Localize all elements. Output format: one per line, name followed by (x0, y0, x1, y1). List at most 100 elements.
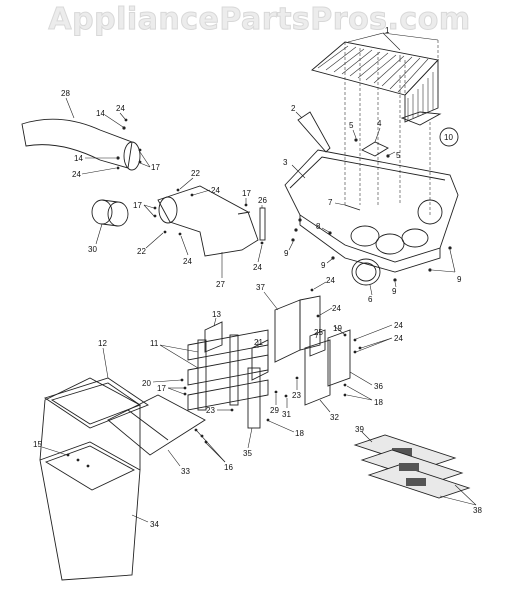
part-38-blades[interactable] (360, 449, 477, 506)
part-28-chute[interactable] (21, 97, 141, 171)
callout-24a: 24 (116, 104, 125, 113)
part-24-fasteners-left[interactable] (81, 112, 128, 175)
callout-9a: 9 (284, 249, 289, 258)
callout-20: 20 (142, 379, 151, 388)
assembly-dashes-top (344, 40, 439, 215)
part-10-reference[interactable] (439, 127, 459, 147)
part-33-lid[interactable] (107, 394, 206, 467)
callout-37: 37 (256, 283, 265, 292)
part-3-hopper[interactable] (284, 149, 459, 273)
callout-33: 33 (181, 467, 190, 476)
part-36-plate[interactable] (327, 329, 373, 387)
part-6-ring[interactable] (351, 258, 381, 296)
part-23-fasteners[interactable] (217, 376, 299, 412)
part-25-bracket[interactable] (309, 329, 326, 357)
part-4-bracket[interactable] (361, 127, 389, 157)
part-35-post[interactable] (247, 367, 261, 449)
part-37-mount-bracket[interactable] (263, 291, 321, 363)
part-13-bracket[interactable] (204, 317, 223, 353)
callout-24f: 24 (326, 276, 335, 285)
callout-17c: 17 (242, 189, 251, 198)
part-30-collar[interactable] (91, 199, 129, 245)
part-24-fasteners-frame[interactable] (310, 281, 393, 354)
part-34-bag[interactable] (39, 377, 149, 581)
callout-24d: 24 (183, 257, 192, 266)
callout-24c: 24 (211, 186, 220, 195)
callout-9c: 9 (392, 287, 397, 296)
part-19-screw[interactable] (333, 325, 347, 337)
callout-7: 7 (328, 198, 333, 207)
part-22-fasteners[interactable] (145, 177, 194, 249)
callout-30: 30 (88, 245, 97, 254)
callout-6: 6 (368, 295, 373, 304)
part-16-fasteners[interactable] (194, 428, 226, 463)
part-32-plate[interactable] (304, 339, 331, 413)
callout-13: 13 (212, 310, 221, 319)
callout-35: 35 (243, 449, 252, 458)
callout-31: 31 (282, 410, 291, 419)
callout-17b: 17 (133, 201, 142, 210)
callout-2: 2 (291, 104, 296, 113)
callout-24i: 24 (394, 334, 403, 343)
callout-15: 15 (33, 440, 42, 449)
part-20-clip[interactable] (152, 378, 184, 383)
callout-17d: 17 (157, 384, 166, 393)
part-9-fasteners[interactable] (288, 218, 456, 288)
callout-32: 32 (330, 413, 339, 422)
part-17-clips-mid[interactable] (143, 198, 248, 218)
part-15-fasteners[interactable] (41, 446, 90, 468)
callout-21: 21 (254, 338, 263, 347)
leaders-1 (347, 32, 439, 62)
callout-34: 34 (150, 520, 159, 529)
callout-38: 38 (473, 506, 482, 515)
part-5-screws[interactable] (352, 129, 396, 158)
part-21-bracket[interactable] (251, 339, 269, 381)
callout-14a: 14 (96, 109, 105, 118)
callout-24e: 24 (253, 263, 262, 272)
part-14-fasteners[interactable] (85, 114, 126, 160)
part-2-rod[interactable] (295, 111, 331, 153)
callout-14b: 14 (74, 154, 83, 163)
callout-3: 3 (283, 158, 288, 167)
callout-28: 28 (61, 89, 70, 98)
part-27-lower-chute[interactable] (157, 185, 259, 278)
callout-29: 29 (270, 406, 279, 415)
callout-16: 16 (224, 463, 233, 472)
callout-5a: 5 (349, 121, 354, 130)
callout-22b: 22 (137, 247, 146, 256)
callout-18a: 18 (295, 429, 304, 438)
watermark: AppliancePartsPros.com (48, 2, 471, 38)
callout-24g: 24 (332, 304, 341, 313)
callout-24b: 24 (72, 170, 81, 179)
callout-39: 39 (355, 425, 364, 434)
callout-4: 4 (377, 119, 382, 128)
callout-24h: 24 (394, 321, 403, 330)
callout-11: 11 (150, 339, 159, 348)
part-7-bolt[interactable] (334, 202, 361, 211)
callout-8: 8 (316, 222, 321, 231)
callout-36: 36 (374, 382, 383, 391)
part-17-clips-upper[interactable] (138, 148, 151, 168)
callout-12: 12 (98, 339, 107, 348)
callout-10: 10 (444, 133, 453, 142)
callout-25: 25 (314, 328, 323, 337)
callout-5b: 5 (396, 151, 401, 160)
callout-27: 27 (216, 280, 225, 289)
part-12-bag-frame[interactable] (43, 347, 149, 429)
callout-9b: 9 (321, 261, 326, 270)
callout-1: 1 (385, 26, 390, 35)
part-24-strap-screw[interactable] (257, 241, 264, 263)
part-26-strap[interactable] (259, 205, 266, 241)
part-24-fasteners-mid[interactable] (178, 189, 211, 256)
part-18-fasteners[interactable] (266, 383, 373, 433)
part-29-bolt[interactable] (274, 390, 278, 405)
callout-23a: 23 (206, 406, 215, 415)
part-1-grille[interactable] (311, 41, 442, 126)
part-17-clips-lower[interactable] (167, 386, 187, 396)
callout-23b: 23 (292, 391, 301, 400)
callout-22a: 22 (191, 169, 200, 178)
callout-9d: 9 (457, 275, 462, 284)
part-31-bolt[interactable] (284, 394, 288, 408)
part-8-bolt[interactable] (321, 227, 332, 235)
